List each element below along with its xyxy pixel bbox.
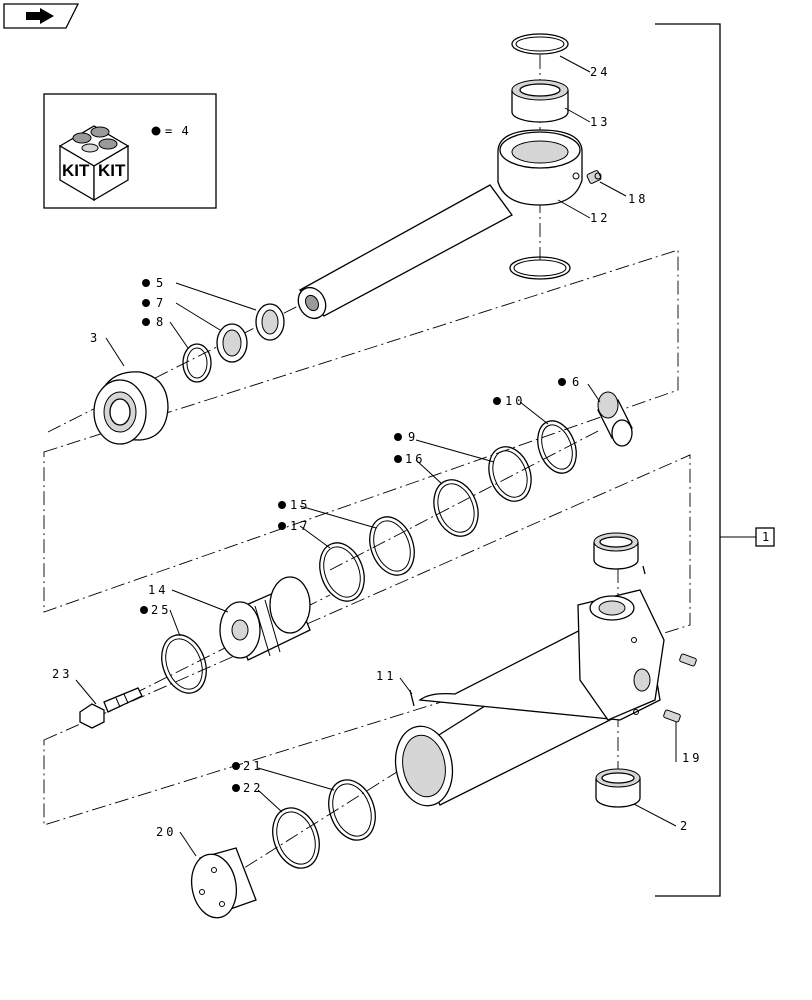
leader-lines (75, 55, 677, 857)
end-cap-20 (190, 847, 257, 919)
label-8: 8 (156, 315, 166, 329)
piston-rod-12 (297, 129, 583, 320)
piston-group-outline (43, 454, 691, 826)
label-21: 21 (243, 759, 263, 773)
kit-text-left: KIT (62, 161, 90, 180)
axis-cap (224, 769, 401, 881)
ring-9 (488, 446, 532, 502)
fitting-19 (663, 709, 681, 723)
screw-small (642, 565, 646, 575)
label-24: 24 (590, 65, 610, 79)
snap-ring-bottom (509, 256, 571, 280)
label-20: 20 (156, 825, 176, 839)
label-2: 2 (680, 819, 690, 833)
label-12: 12 (590, 211, 610, 225)
label-5: 5 (156, 276, 166, 290)
piston-14 (219, 576, 311, 661)
kit-text-right: KIT (98, 161, 126, 180)
o-ring-8 (182, 343, 212, 383)
label-10: 10 (505, 394, 525, 408)
kit-box-icon (58, 125, 130, 202)
piston-rod-group-outline (43, 249, 679, 613)
label-9: 9 (408, 430, 418, 444)
rod-seal-7 (216, 323, 248, 363)
kit-legend: KIT KIT = 4 (43, 93, 217, 209)
label-23: 23 (52, 667, 72, 681)
label-17: 17 (290, 519, 310, 533)
filled-circle-icon (151, 126, 161, 136)
label-15: 15 (290, 498, 310, 512)
ring-25 (161, 634, 207, 694)
assembly-bracket: 1 (655, 23, 775, 897)
label-7: 7 (156, 296, 166, 310)
label-6: 6 (572, 375, 582, 389)
bushing-upper (593, 532, 639, 570)
wiper-5 (255, 303, 285, 341)
ring-10 (537, 420, 577, 474)
fitting-19-upper (679, 653, 697, 667)
kit-markers (140, 279, 566, 792)
label-18: 18 (628, 192, 648, 206)
cylinder-head-3 (93, 371, 169, 445)
label-1: 1 (762, 530, 769, 544)
grease-fitting-18 (586, 170, 602, 184)
ring-16 (433, 479, 479, 537)
label-14: 14 (148, 583, 168, 597)
ring-22 (272, 807, 320, 869)
bushing-2 (595, 768, 641, 808)
label-25: 25 (151, 603, 171, 617)
cylinder-barrel (394, 589, 665, 807)
snap-ring-top (511, 33, 569, 55)
bolt-23 (79, 687, 143, 729)
bushing-13 (511, 79, 569, 123)
label-13: 13 (590, 115, 610, 129)
ring-17 (319, 542, 365, 602)
bushing-6 (597, 391, 633, 447)
label-3: 3 (90, 331, 100, 345)
ring-21 (328, 779, 376, 841)
ring-15 (369, 516, 415, 576)
label-16: 16 (405, 452, 425, 466)
label-19: 19 (682, 751, 702, 765)
arrow-right-icon[interactable] (3, 3, 80, 29)
label-22: 22 (243, 781, 263, 795)
label-11: 11 (376, 669, 396, 683)
kit-equals-value: = 4 (165, 124, 190, 138)
